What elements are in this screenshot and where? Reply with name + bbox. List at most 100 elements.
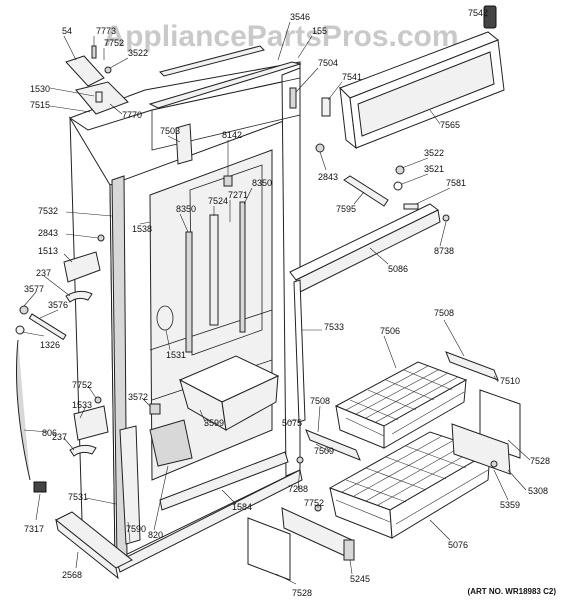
part-label-54: 54 [62, 26, 72, 36]
control-box-820 [149, 419, 193, 467]
spring-237-lower [69, 444, 97, 457]
art-number: (ART NO. WR18983 C2) [468, 587, 557, 596]
slide-7508-left [305, 429, 361, 461]
slide-7508-upper [445, 351, 499, 381]
part-label-7528: 7528 [530, 456, 550, 466]
hinge-arm-7595 [343, 175, 389, 207]
screw-2843-upper [315, 143, 325, 153]
basket-upper-wire-grid [345, 365, 465, 437]
part-label-5075: 5075 [282, 418, 302, 428]
part-label-7271: 7271 [228, 190, 248, 200]
part-label-7317: 7317 [24, 524, 44, 534]
hinge-7504 [289, 87, 297, 109]
screw-3522-top [104, 66, 112, 74]
cap-1326 [15, 325, 25, 335]
cabinet-assembly [68, 45, 303, 573]
part-label-5086: 5086 [388, 264, 408, 274]
spring-237-upper [65, 290, 93, 303]
part-label-7515: 7515 [30, 100, 50, 110]
part-label-7542: 7542 [468, 8, 488, 18]
light-strip-8350-left [185, 231, 193, 353]
mullion-5086 [295, 209, 441, 293]
screw-7752-left [94, 396, 102, 404]
part-label-7595: 7595 [336, 204, 356, 214]
trim-7590 [119, 425, 141, 545]
part-label-1326: 1326 [40, 340, 60, 350]
hinge-plate-1513 [63, 251, 101, 283]
basket-upper-side [383, 379, 467, 449]
control-rail-7524 [209, 214, 219, 326]
part-label-7504: 7504 [318, 58, 338, 68]
door-trim-inner [357, 51, 495, 137]
part-label-7506: 7506 [380, 326, 400, 336]
part-label-7770: 7770 [122, 110, 142, 120]
part-label-7288: 7288 [288, 484, 308, 494]
part-label-7524: 7524 [208, 196, 228, 206]
part-label-7773: 7773 [96, 26, 116, 36]
clip-7317 [33, 481, 47, 493]
light-strip-8350-right [239, 201, 246, 333]
part-label-1530: 1530 [30, 84, 50, 94]
part-label-7531: 7531 [68, 492, 88, 502]
screw-3522-right [395, 165, 405, 175]
part-label-8350: 8350 [252, 178, 272, 188]
part-label-3522: 3522 [128, 48, 148, 58]
part-label-7752: 7752 [104, 38, 124, 48]
part-label-2843: 2843 [318, 172, 338, 182]
rod-3576 [28, 313, 67, 341]
upper-trim-parts [289, 5, 505, 293]
base-rail-2568-front [55, 518, 119, 580]
part-label-806: 806 [42, 428, 57, 438]
part-label-5245: 5245 [350, 574, 370, 584]
part-label-1533: 1533 [72, 400, 92, 410]
part-label-1513: 1513 [38, 246, 58, 256]
hinge-bushing-1530 [95, 91, 103, 103]
part-label-7508: 7508 [310, 396, 330, 406]
part-label-237: 237 [36, 268, 51, 278]
part-label-7533: 7533 [324, 322, 344, 332]
top-trim-strip [159, 45, 265, 77]
pan-side-3599 [221, 375, 279, 431]
panel-7528-bottom [247, 517, 291, 581]
top-hinge-assembly [65, 45, 129, 115]
part-label-5308: 5308 [528, 486, 548, 496]
part-label-7532: 7532 [38, 206, 58, 216]
part-label-237: 237 [52, 432, 67, 442]
basket-lower-side [389, 451, 491, 539]
part-label-3522: 3522 [424, 148, 444, 158]
screw-5359 [490, 460, 498, 468]
part-label-7508: 7508 [434, 308, 454, 318]
part-label-3546: 3546 [290, 12, 310, 22]
part-label-5359: 5359 [500, 500, 520, 510]
bottom-front-trim [116, 469, 303, 573]
part-label-7503: 7503 [160, 126, 180, 136]
side-rail-7533 [293, 279, 306, 423]
damper-3572 [149, 403, 161, 415]
left-loose-parts [15, 234, 133, 580]
part-label-3572: 3572 [128, 392, 148, 402]
part-label-2843: 2843 [38, 228, 58, 238]
part-label-2568: 2568 [62, 570, 82, 580]
bracket-7581 [403, 203, 419, 210]
part-label-7752: 7752 [304, 498, 324, 508]
clip-3577 [19, 305, 29, 315]
part-label-8350: 8350 [176, 204, 196, 214]
bottom-grille-1584 [159, 451, 289, 511]
part-label-7528: 7528 [292, 588, 312, 598]
freezer-baskets [247, 351, 521, 581]
part-label-7509: 7509 [314, 446, 334, 456]
wire-806 [16, 339, 31, 481]
bracket-5245-end [343, 539, 355, 561]
liner-shelf-line [149, 309, 273, 351]
handle-cap-7542 [483, 5, 497, 29]
screw-7288 [296, 456, 304, 464]
hinge-pin-7773 [91, 45, 97, 59]
part-label-155: 155 [312, 26, 327, 36]
light-housing-8142 [223, 175, 233, 187]
center-pan-parts [119, 355, 280, 545]
hinge-arm-54 [65, 55, 105, 87]
leader-lines [21, 15, 531, 585]
